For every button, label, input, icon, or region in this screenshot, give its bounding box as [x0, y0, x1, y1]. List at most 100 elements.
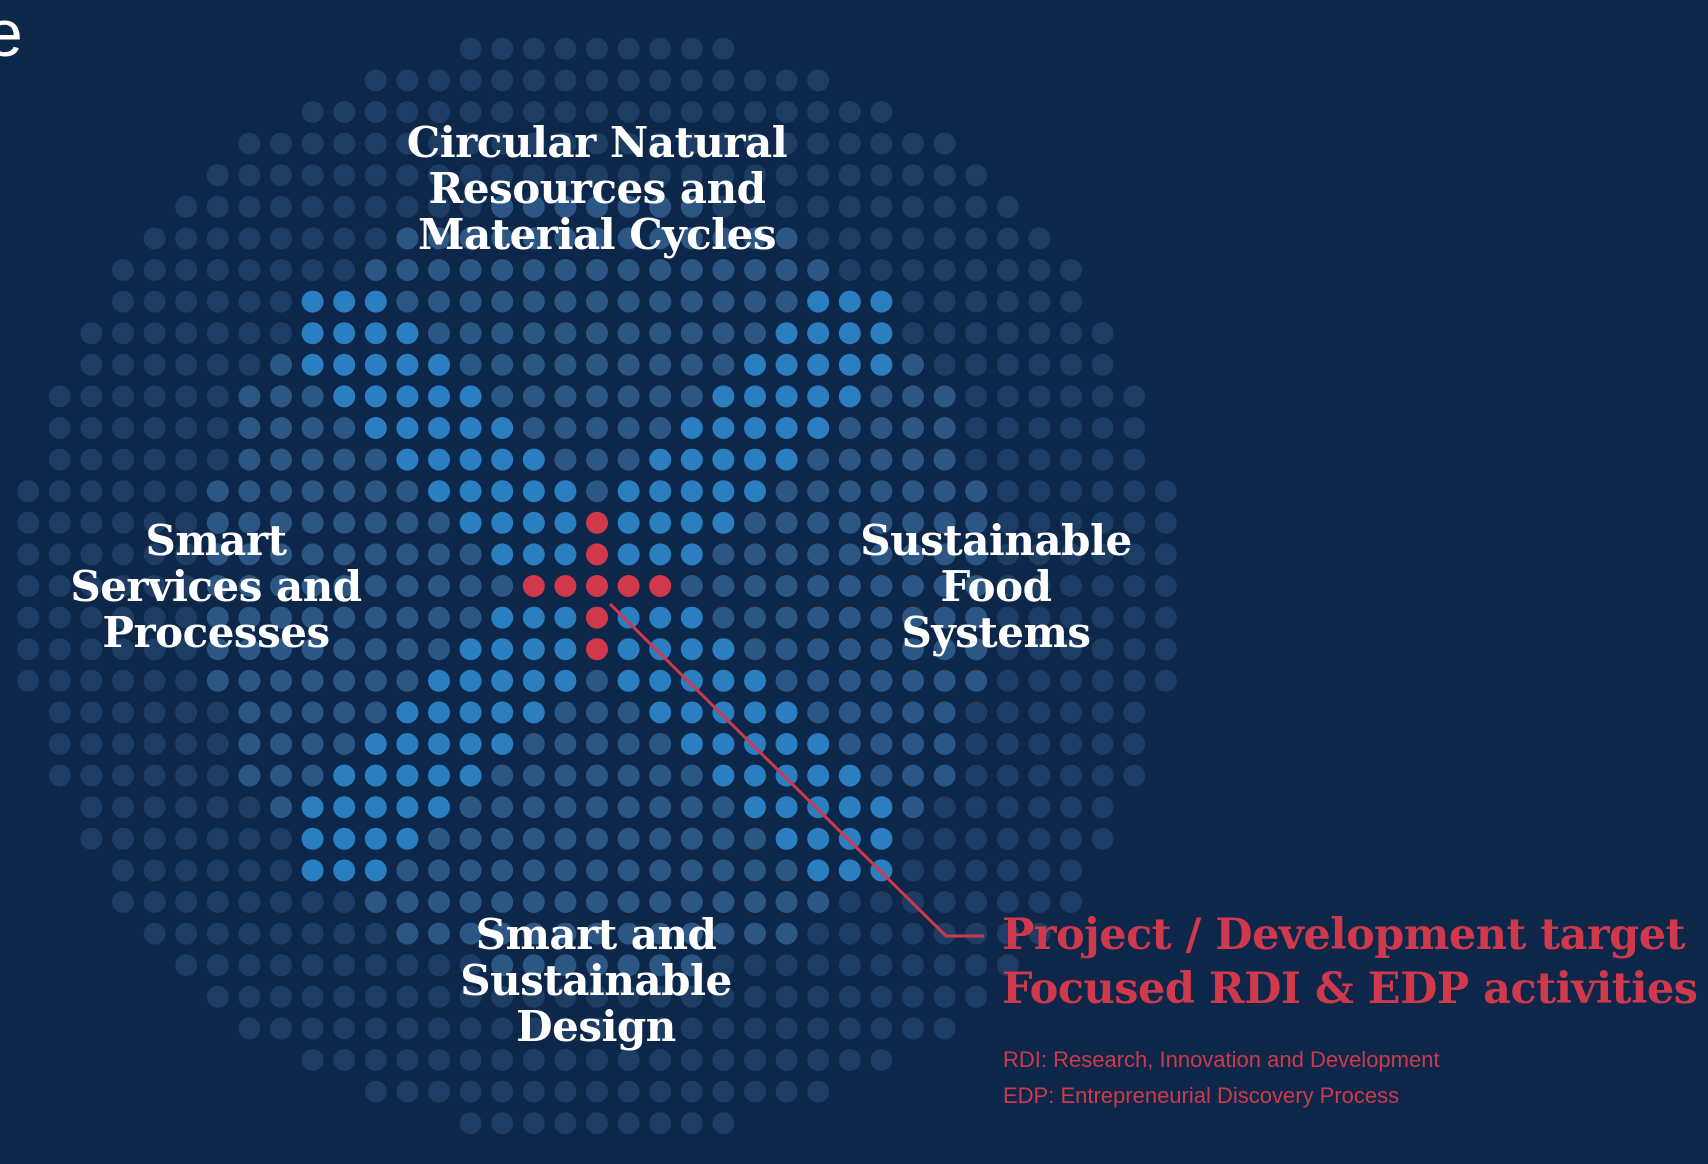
outer-dot	[870, 132, 893, 155]
outer-dot	[238, 954, 261, 977]
outer-dot	[333, 922, 356, 945]
outer-dot	[175, 511, 198, 534]
outer-dot	[680, 101, 703, 123]
focus-dot	[491, 606, 514, 629]
area-label-line: Systems	[901, 608, 1091, 657]
outer-dot	[586, 164, 608, 187]
inner-dot	[965, 511, 988, 534]
inner-dot	[428, 859, 450, 882]
outer-dot	[649, 985, 672, 1008]
inner-dot	[680, 322, 703, 345]
outer-dot	[965, 322, 988, 345]
inner-dot	[586, 859, 608, 882]
outer-dot	[80, 543, 103, 566]
inner-dot	[459, 322, 482, 345]
inner-dot	[333, 448, 356, 471]
outer-dot	[807, 195, 830, 218]
outer-dot	[1154, 638, 1177, 661]
outer-dot	[870, 922, 893, 945]
outer-dot	[80, 353, 103, 376]
focus-dot	[491, 543, 514, 566]
area-label-line: Services and	[70, 562, 362, 611]
outer-dot	[112, 290, 134, 313]
inner-dot	[712, 922, 735, 945]
inner-dot	[870, 701, 893, 724]
outer-dot	[364, 1080, 387, 1103]
outer-dot	[143, 669, 166, 692]
area-label-line: Processes	[102, 608, 330, 657]
focus-dot	[364, 322, 387, 345]
focus-dot	[364, 733, 387, 755]
outer-dot	[1060, 322, 1082, 345]
outer-dot	[838, 227, 861, 250]
outer-dot	[996, 511, 1019, 534]
focus-dot	[617, 606, 640, 629]
outer-dot	[238, 164, 261, 187]
target-dot	[586, 511, 608, 534]
outer-dot	[301, 891, 324, 913]
inner-dot	[270, 733, 292, 755]
focus-dot	[522, 480, 545, 503]
inner-dot	[238, 638, 261, 661]
outer-dot	[617, 1049, 640, 1071]
outer-dot	[649, 1112, 672, 1135]
outer-dot	[744, 164, 766, 187]
inner-dot	[586, 322, 608, 345]
inner-dot	[617, 353, 640, 376]
inner-dot	[870, 511, 893, 534]
outer-dot	[1123, 543, 1146, 566]
outer-dot	[143, 764, 166, 787]
outer-dot	[554, 1017, 577, 1040]
focus-dot	[712, 385, 735, 408]
inner-dot	[270, 575, 292, 597]
inner-dot	[744, 606, 766, 629]
inner-dot	[491, 353, 514, 376]
inner-dot	[396, 511, 419, 534]
outer-dot	[175, 669, 198, 692]
outer-dot	[554, 1112, 577, 1135]
inner-dot	[680, 227, 703, 250]
inner-dot	[491, 859, 514, 882]
outer-dot	[238, 827, 261, 850]
focus-dot	[459, 764, 482, 787]
area-label-line: Circular Natural	[406, 118, 788, 167]
focus-dot	[617, 511, 640, 534]
outer-dot	[902, 827, 924, 850]
area-label-line: Smart and	[475, 910, 717, 959]
inner-dot	[522, 733, 545, 755]
inner-dot	[902, 669, 924, 692]
inner-dot	[933, 701, 956, 724]
outer-dot	[301, 227, 324, 250]
inner-dot	[396, 606, 419, 629]
focus-dot	[870, 290, 893, 313]
outer-dot	[712, 101, 735, 123]
outer-dot	[1028, 922, 1051, 945]
inner-dot	[459, 796, 482, 819]
outer-dot	[1154, 480, 1177, 503]
outer-dot	[112, 733, 134, 755]
outer-dot	[1060, 480, 1082, 503]
focus-dot	[680, 638, 703, 661]
outer-dot	[1028, 764, 1051, 787]
outer-dot	[459, 1017, 482, 1040]
outer-dot	[175, 195, 198, 218]
outer-dot	[680, 1049, 703, 1071]
inner-dot	[838, 669, 861, 692]
outer-dot	[17, 480, 40, 503]
inner-dot	[396, 543, 419, 566]
inner-dot	[554, 227, 577, 250]
focus-dot	[459, 385, 482, 408]
inner-dot	[522, 417, 545, 439]
inner-dot	[522, 259, 545, 281]
outer-dot	[1123, 511, 1146, 534]
outer-dot	[175, 575, 198, 597]
outer-dot	[17, 543, 40, 566]
outer-dot	[301, 985, 324, 1008]
outer-dot	[1091, 353, 1114, 376]
outer-dot	[996, 796, 1019, 819]
inner-dot	[649, 259, 672, 281]
inner-dot	[459, 891, 482, 913]
outer-dot	[1091, 543, 1114, 566]
inner-dot	[680, 259, 703, 281]
outer-dot	[775, 1049, 798, 1071]
